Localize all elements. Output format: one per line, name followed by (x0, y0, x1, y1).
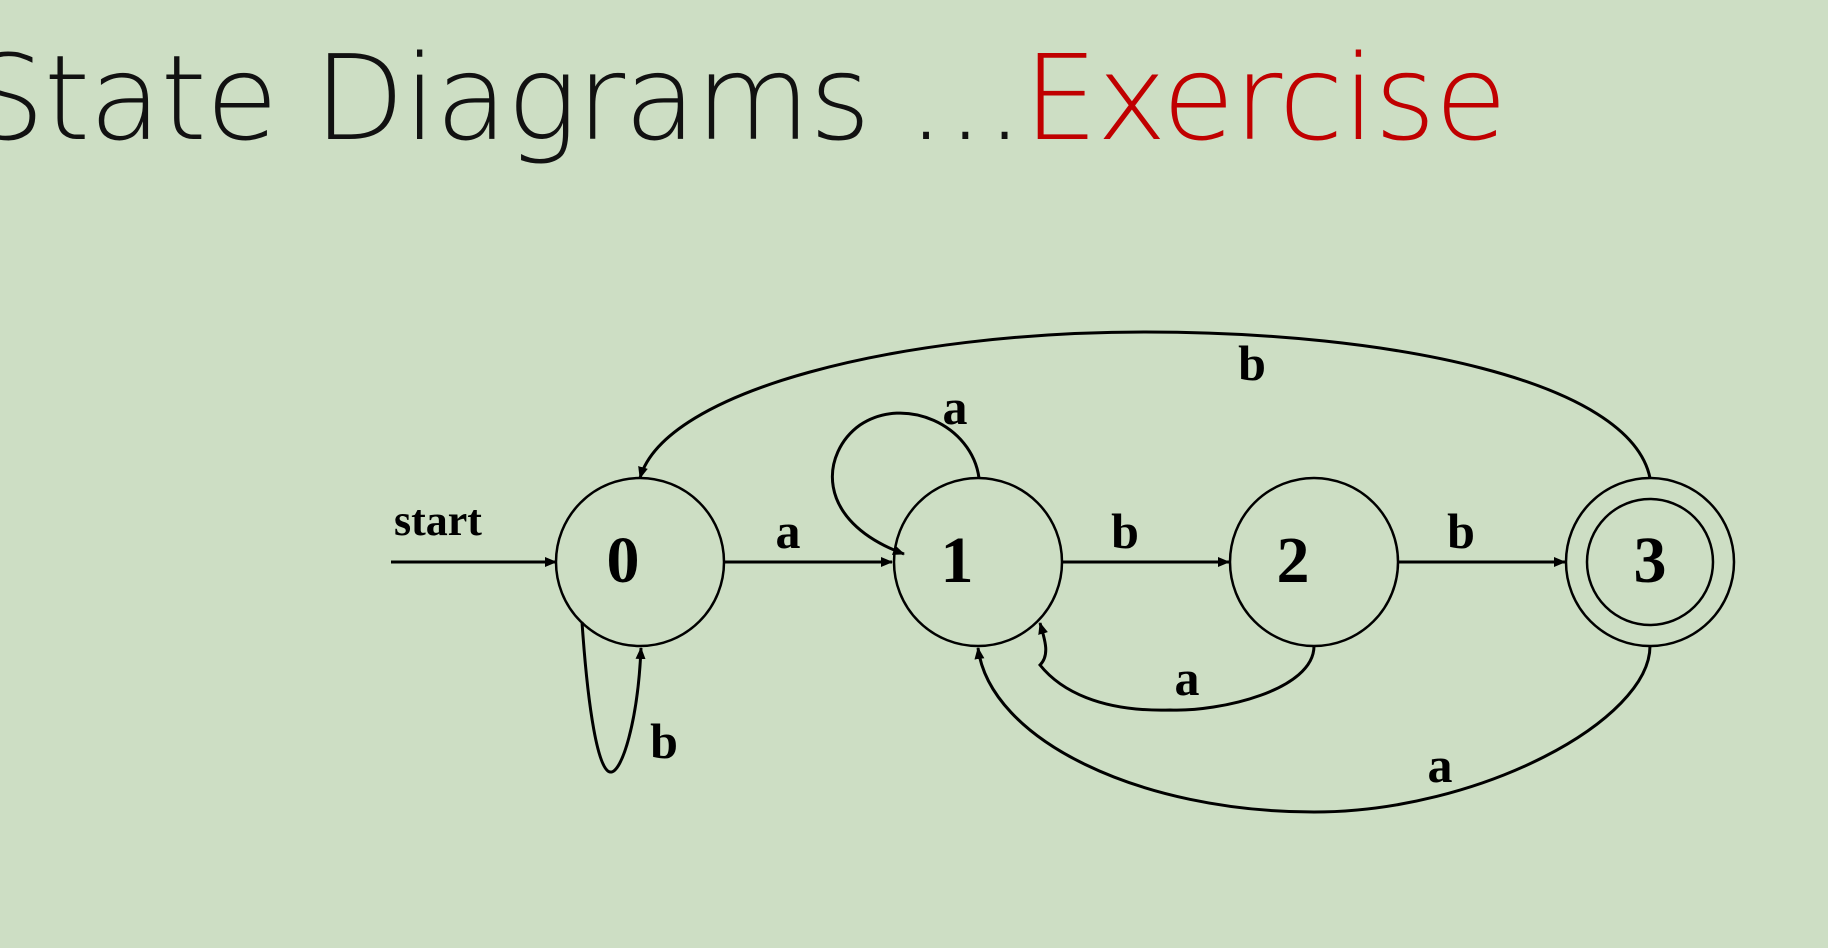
title-prefix: State Diagrams … (0, 29, 1024, 167)
transition-2-1-label: a (1175, 650, 1200, 706)
state-3-inner-circle (1585, 497, 1715, 627)
transition-0-0-label: b (650, 713, 678, 769)
state-1-label: 1 (941, 524, 974, 597)
transition-0-0-b (580, 621, 646, 774)
transition-0-1-label: a (776, 503, 801, 559)
transition-3-0-b (638, 330, 1652, 479)
state-1-circle (892, 476, 1064, 648)
state-0-label: 0 (607, 524, 640, 597)
state-2-circle (1228, 476, 1400, 648)
transition-1-1-a (831, 411, 981, 556)
state-0-circle (554, 476, 726, 648)
start-label: start (394, 496, 482, 545)
state-2-label: 2 (1277, 524, 1310, 597)
slide-title: State Diagrams …Exercise (0, 18, 1507, 178)
transition-1-1-label: a (943, 379, 968, 435)
transition-2-1-a (1037, 622, 1316, 712)
title-accent: Exercise (1023, 29, 1507, 167)
transition-2-3-label: b (1447, 503, 1475, 559)
transition-1-2-label: b (1111, 503, 1139, 559)
state-3-label: 3 (1634, 524, 1667, 597)
transition-3-1-label: a (1428, 737, 1453, 793)
transition-3-0-label: b (1238, 335, 1266, 391)
transition-3-1-a (974, 645, 1652, 814)
